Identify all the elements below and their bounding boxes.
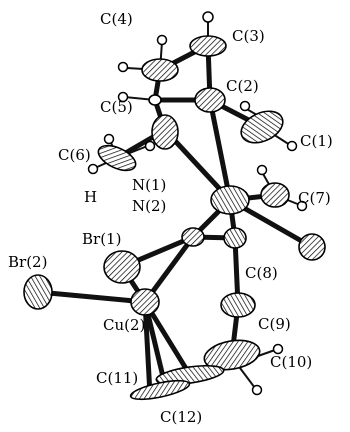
label-c2: C(2) <box>226 77 259 95</box>
atom-c3 <box>189 35 227 57</box>
label-c1: C(1) <box>300 132 333 150</box>
label-c8: C(8) <box>245 264 278 282</box>
label-c3: C(3) <box>232 27 265 45</box>
label-c6: C(6) <box>58 146 91 164</box>
label-c12: C(12) <box>160 408 202 426</box>
bonds <box>35 42 315 398</box>
hydrogen-atoms <box>87 11 308 396</box>
atom-c10 <box>203 339 261 371</box>
atom-c11 <box>155 364 225 386</box>
atom-c9 <box>220 292 256 318</box>
atom-n2 <box>181 227 205 247</box>
atom-ellipsoids <box>23 35 326 401</box>
label-c5: C(5) <box>100 98 133 116</box>
atom-c7 <box>260 182 290 208</box>
atom-br2 <box>23 274 53 310</box>
atom-n1 <box>151 114 179 150</box>
label-c7: C(7) <box>298 189 331 207</box>
hydrogen-bonds <box>94 19 301 396</box>
label-n2: N(2) <box>132 197 166 215</box>
label-c11: C(11) <box>96 369 138 387</box>
label-c10: C(10) <box>270 353 312 371</box>
label-n1: N(1) <box>132 176 166 194</box>
label-c4: C(4) <box>100 10 133 28</box>
atom-labels: C(4) C(3) C(2) C(5) C(1) C(6) N(1) H C(7… <box>8 10 333 426</box>
label-br2: Br(2) <box>8 253 47 271</box>
label-br1: Br(1) <box>82 230 121 248</box>
atom-c4 <box>141 58 179 82</box>
atom-c2 <box>194 87 226 113</box>
atom-c8 <box>223 227 247 249</box>
atom-cu1 <box>210 185 250 215</box>
label-c9: C(9) <box>258 315 291 333</box>
atom-c1 <box>240 110 284 144</box>
label-cu2: Cu(2) <box>103 316 145 334</box>
label-h: H <box>84 188 97 206</box>
atom-c6 <box>97 144 137 172</box>
atom-br1 <box>103 250 141 284</box>
atom-cu2 <box>130 288 160 316</box>
atom-br3 <box>298 233 326 261</box>
atom-c5 <box>148 94 162 106</box>
atom-c12 <box>129 379 191 401</box>
